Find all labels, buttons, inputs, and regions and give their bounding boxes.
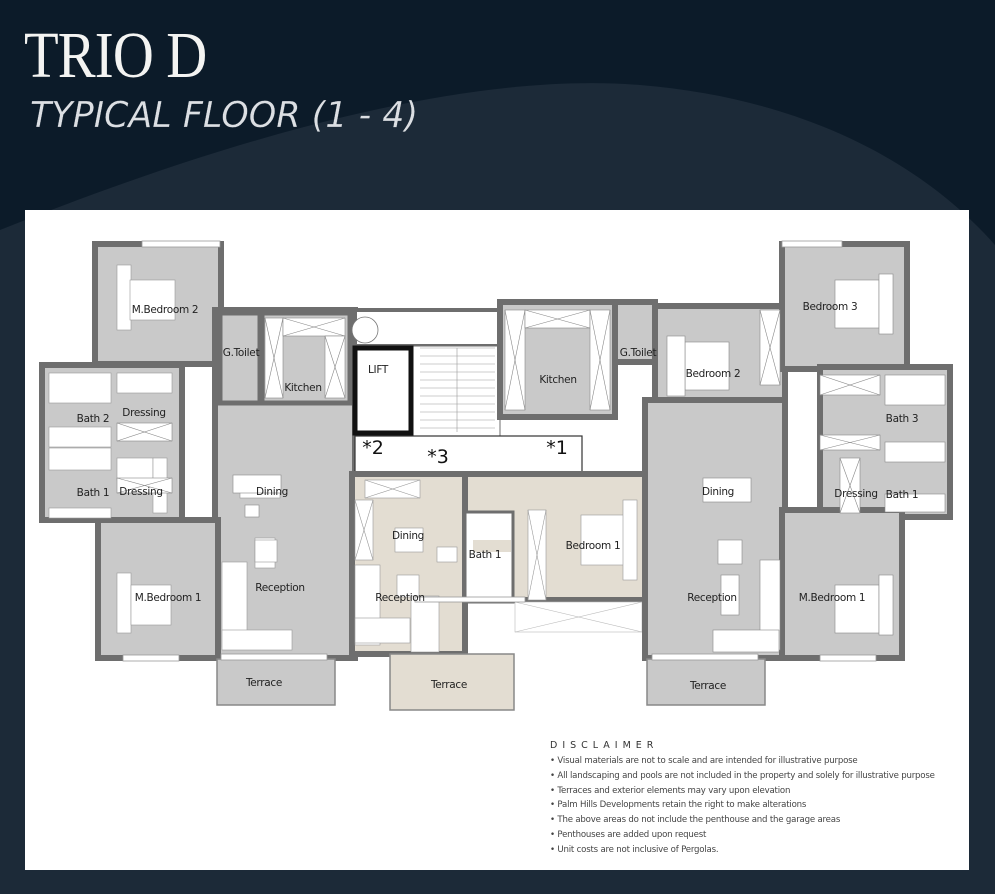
marker-2: *2 <box>362 437 384 459</box>
disclaimer-item: All landscaping and pools are not includ… <box>550 769 960 784</box>
lift-label: LIFT <box>367 364 389 376</box>
lift-shaft <box>352 345 414 436</box>
room-label-bedroom-1-middle: Bedroom 1 <box>565 540 621 552</box>
room-label-dining-right: Dining <box>701 486 735 498</box>
disclaimer-item: Terraces and exterior elements may vary … <box>550 784 960 799</box>
room-label-m-bedroom-1-left: M.Bedroom 1 <box>134 592 202 604</box>
room-label-dressing-lower-left: Dressing <box>119 486 163 498</box>
room-label-bedroom-2-right: Bedroom 2 <box>685 368 741 380</box>
room-label-bath-1-left: Bath 1 <box>76 487 110 499</box>
room-label-terrace-left: Terrace <box>245 677 283 689</box>
room-label-dressing-right: Dressing <box>834 488 878 500</box>
room-label-kitchen-left: Kitchen <box>284 382 322 394</box>
room-label-kitchen-right: Kitchen <box>539 374 577 386</box>
disclaimer-item: The above areas do not include the penth… <box>550 813 960 828</box>
disclaimer-item: Unit costs are not inclusive of Pergolas… <box>550 843 960 858</box>
room-label-bath-1-middle: Bath 1 <box>468 549 502 561</box>
corridor <box>354 435 583 475</box>
room-label-dining-middle: Dining <box>391 530 425 542</box>
room-label-g-toilet-right: G.Toilet <box>619 347 657 359</box>
middle-terrace <box>389 653 515 711</box>
disclaimer: DISCLAIMER Visual materials are not to s… <box>550 740 960 858</box>
room-label-dressing-upper-left: Dressing <box>122 407 166 419</box>
room-label-bath-2: Bath 2 <box>76 413 110 425</box>
room-label-bath-1-right: Bath 1 <box>885 489 919 501</box>
room-label-bedroom-3: Bedroom 3 <box>802 301 858 313</box>
room-label-bath-3: Bath 3 <box>885 413 919 425</box>
room-label-terrace-middle: Terrace <box>430 679 468 691</box>
room-label-terrace-right: Terrace <box>689 680 727 692</box>
room-label-g-toilet-left: G.Toilet <box>222 347 260 359</box>
disclaimer-title: DISCLAIMER <box>550 740 659 751</box>
disclaimer-item: Penthouses are added upon request <box>550 828 960 843</box>
page-title: TRIO D <box>24 19 207 92</box>
left-terrace <box>216 658 336 706</box>
room-label-reception-right: Reception <box>687 592 737 604</box>
room-label-reception-middle: Reception <box>375 592 425 604</box>
floor-plan-card: M.Bedroom 2 G.Toilet Kitchen Bath 2 Dres… <box>25 210 969 870</box>
marker-1: *1 <box>546 437 568 459</box>
disclaimer-item: Palm Hills Developments retain the right… <box>550 798 960 813</box>
room-label-m-bedroom-1-right: M.Bedroom 1 <box>798 592 866 604</box>
room-label-reception-left: Reception <box>255 582 305 594</box>
disclaimer-item: Visual materials are not to scale and ar… <box>550 754 960 769</box>
page-subtitle: TYPICAL FLOOR (1 - 4) <box>30 95 419 136</box>
room-label-m-bedroom-2: M.Bedroom 2 <box>131 304 199 316</box>
marker-3: *3 <box>427 446 449 468</box>
floor-plan-drawing <box>39 240 953 711</box>
right-terrace <box>646 658 766 706</box>
room-label-dining-left: Dining <box>255 486 289 498</box>
